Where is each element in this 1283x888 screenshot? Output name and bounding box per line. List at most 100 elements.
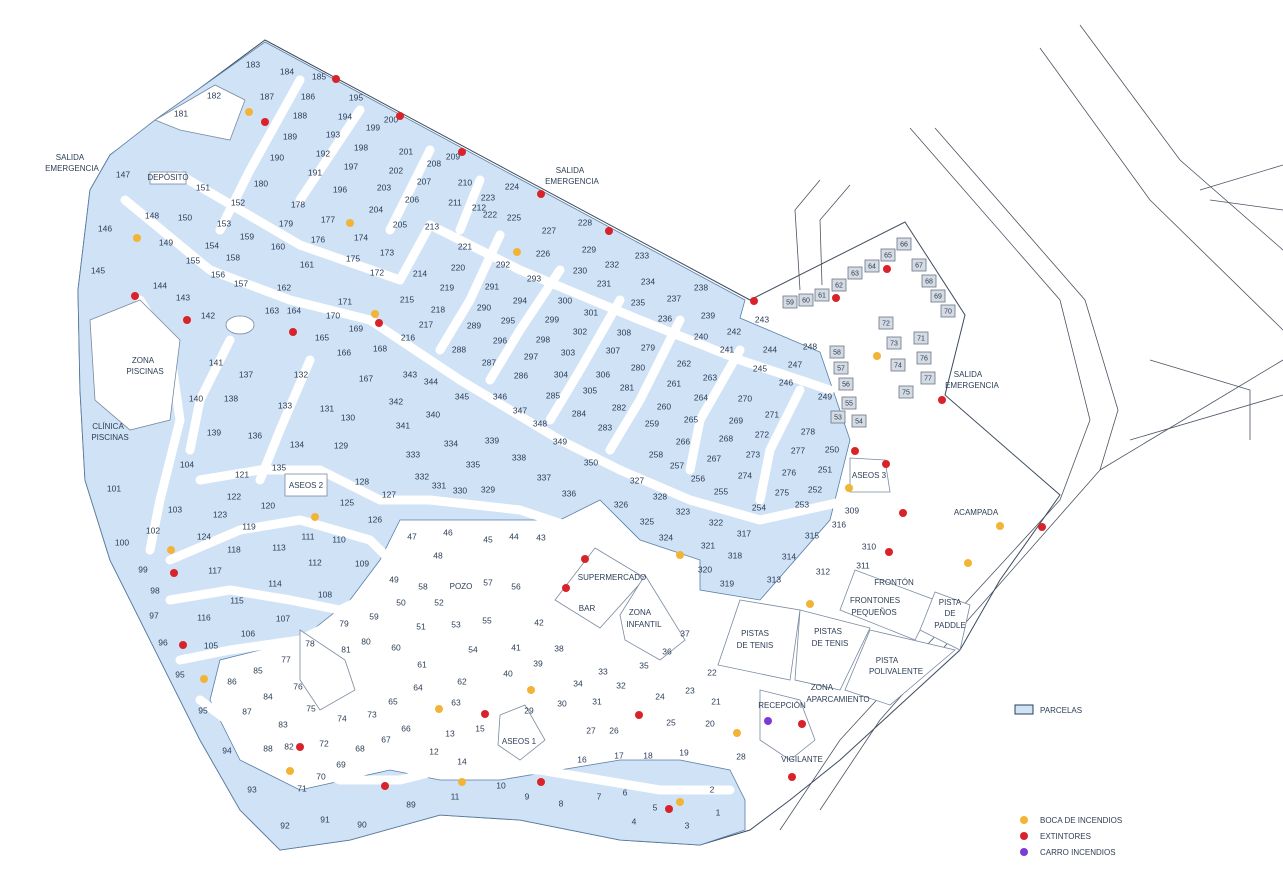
parcel-134: 134 bbox=[290, 439, 304, 449]
extinguisher-marker bbox=[562, 584, 570, 592]
small-lot-box bbox=[831, 278, 847, 292]
pistas-tenis-1-l2: DE TENIS bbox=[737, 641, 774, 650]
parcel-174: 174 bbox=[354, 232, 368, 242]
parcel-229: 229 bbox=[582, 244, 596, 254]
parcel-266: 266 bbox=[676, 436, 690, 446]
small-lot-box bbox=[782, 295, 798, 309]
small-lot-57: 57 bbox=[833, 361, 849, 375]
pistas-tenis-1-box bbox=[717, 599, 801, 681]
clinica-l2: PISCINAS bbox=[91, 433, 128, 442]
small-lot-box bbox=[829, 345, 845, 359]
parcel-101: 101 bbox=[107, 483, 121, 493]
small-lot-68: 68 bbox=[921, 274, 937, 288]
small-lot-number: 54 bbox=[855, 418, 863, 425]
extinguisher-marker bbox=[131, 292, 139, 300]
small-lot-53: 53 bbox=[830, 410, 846, 424]
small-lot-number: 75 bbox=[902, 389, 910, 396]
parcel-37: 37 bbox=[680, 628, 690, 638]
salida-label-1-l2: EMERGENCIA bbox=[45, 164, 99, 173]
parcel-284: 284 bbox=[572, 408, 586, 418]
parcel-153: 153 bbox=[217, 218, 231, 228]
salida-label-3-l2: EMERGENCIA bbox=[945, 381, 999, 390]
frontones-l1: FRONTONES bbox=[850, 596, 900, 605]
extinguisher-marker bbox=[883, 265, 891, 273]
small-lot-67: 67 bbox=[911, 258, 927, 272]
parcel-28: 28 bbox=[736, 751, 746, 761]
parcel-141: 141 bbox=[209, 357, 223, 367]
parcel-186: 186 bbox=[301, 91, 315, 101]
hydrant-marker bbox=[435, 705, 443, 713]
small-lot-63: 63 bbox=[847, 266, 863, 280]
parcel-183: 183 bbox=[246, 59, 260, 69]
parcel-96: 96 bbox=[158, 637, 168, 647]
parcel-255: 255 bbox=[714, 486, 728, 496]
small-lot-number: 70 bbox=[944, 308, 952, 315]
small-lot-number: 74 bbox=[894, 362, 902, 369]
parcel-272: 272 bbox=[755, 429, 769, 439]
parcel-280: 280 bbox=[631, 362, 645, 372]
parcel-214: 214 bbox=[413, 268, 427, 278]
parcel-222: 222 bbox=[483, 209, 497, 219]
parcel-145: 145 bbox=[91, 265, 105, 275]
parcel-87: 87 bbox=[242, 706, 252, 716]
hydrant-marker bbox=[964, 559, 972, 567]
parcel-286: 286 bbox=[514, 370, 528, 380]
parcel-316: 316 bbox=[832, 519, 846, 529]
parcel-200: 200 bbox=[384, 114, 398, 124]
extinguisher-marker bbox=[938, 396, 946, 404]
parcel-19: 19 bbox=[679, 747, 689, 757]
fire-cart-markers bbox=[764, 717, 772, 725]
parcel-332: 332 bbox=[415, 471, 429, 481]
parcel-176: 176 bbox=[311, 234, 325, 244]
parcel-250: 250 bbox=[825, 444, 839, 454]
extinguisher-marker bbox=[537, 778, 545, 786]
parcel-236: 236 bbox=[658, 313, 672, 323]
small-lot-box bbox=[838, 377, 854, 391]
parcel-34: 34 bbox=[573, 678, 583, 688]
parcel-179: 179 bbox=[279, 218, 293, 228]
small-lot-number: 69 bbox=[934, 293, 942, 300]
parcel-77: 77 bbox=[281, 654, 291, 664]
parcel-276: 276 bbox=[782, 467, 796, 477]
parcel-31: 31 bbox=[592, 696, 602, 706]
recepcion-label: RECEPCIÓN bbox=[758, 701, 806, 710]
parcel-301: 301 bbox=[584, 307, 598, 317]
parcel-17: 17 bbox=[614, 750, 624, 760]
area-labels: SALIDA EMERGENCIA SALIDA EMERGENCIA SALI… bbox=[45, 153, 999, 764]
recepcion-box bbox=[759, 689, 816, 761]
parcel-106: 106 bbox=[241, 628, 255, 638]
parcel-142: 142 bbox=[201, 310, 215, 320]
parcel-210: 210 bbox=[458, 177, 472, 187]
small-lot-box bbox=[880, 248, 896, 262]
parcel-260: 260 bbox=[657, 401, 671, 411]
parcel-10: 10 bbox=[496, 780, 506, 790]
parcel-273: 273 bbox=[746, 449, 760, 459]
small-lot-70: 70 bbox=[940, 304, 956, 318]
salida-label-2-l2: EMERGENCIA bbox=[545, 177, 599, 186]
parcel-207: 207 bbox=[417, 176, 431, 186]
parcel-21: 21 bbox=[711, 696, 721, 706]
fire-cart-marker bbox=[764, 717, 772, 725]
legend: PARCELAS BOCA DE INCENDIOS EXTINTORES CA… bbox=[1014, 704, 1122, 857]
parcel-16: 16 bbox=[577, 754, 587, 764]
parcel-12: 12 bbox=[429, 746, 439, 756]
parcel-226: 226 bbox=[536, 248, 550, 258]
hydrant-marker bbox=[873, 352, 881, 360]
parcel-313: 313 bbox=[767, 574, 781, 584]
parcel-123: 123 bbox=[213, 509, 227, 519]
parcel-86: 86 bbox=[227, 676, 237, 686]
hydrant-marker bbox=[200, 675, 208, 683]
extinguisher-marker bbox=[375, 319, 383, 327]
parcel-62: 62 bbox=[457, 676, 467, 686]
parcel-20: 20 bbox=[705, 718, 715, 728]
small-lot-number: 61 bbox=[818, 292, 826, 299]
parcel-175: 175 bbox=[346, 253, 360, 263]
parcel-328: 328 bbox=[653, 491, 667, 501]
small-lot-77: 77 bbox=[920, 371, 936, 385]
parcel-227: 227 bbox=[542, 225, 556, 235]
parcel-319: 319 bbox=[720, 578, 734, 588]
parcel-127: 127 bbox=[382, 489, 396, 499]
extinguisher-marker bbox=[605, 227, 613, 235]
parcel-61: 61 bbox=[417, 659, 427, 669]
small-lot-62: 62 bbox=[831, 278, 847, 292]
